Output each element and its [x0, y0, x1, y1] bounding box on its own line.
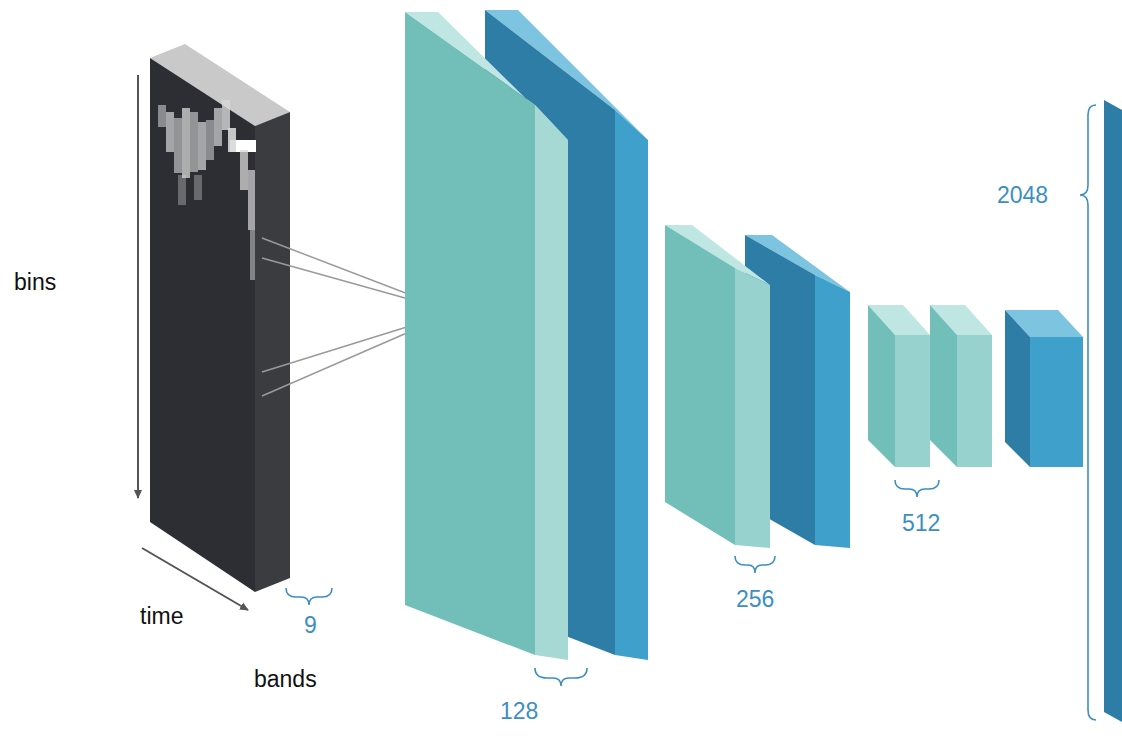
conv-layer-teal-2 — [665, 225, 770, 548]
axis-label: bands — [254, 668, 317, 691]
brace-128 — [535, 668, 587, 686]
brace-256 — [735, 556, 775, 573]
dense-layer — [1104, 100, 1122, 722]
conv-layer-blue-3 — [1005, 310, 1083, 467]
layer-size: 2048 — [997, 184, 1048, 207]
input-block — [150, 44, 290, 592]
conv-layer-teal-3a — [868, 305, 930, 467]
brace-9 — [286, 588, 332, 605]
conv-layer-teal-1 — [405, 12, 568, 660]
layer-size: 512 — [902, 512, 940, 535]
axis-label: bins — [14, 271, 56, 294]
conv-layer-teal-3b — [930, 305, 992, 467]
bins-arrow — [137, 75, 139, 498]
axis-label: time — [140, 605, 183, 628]
layer-size: 9 — [304, 614, 317, 637]
spectrogram — [158, 100, 256, 280]
layer-size: 128 — [500, 700, 538, 723]
layer-size: 256 — [736, 588, 774, 611]
brace-512 — [895, 480, 939, 497]
brace-2048 — [1080, 105, 1096, 720]
